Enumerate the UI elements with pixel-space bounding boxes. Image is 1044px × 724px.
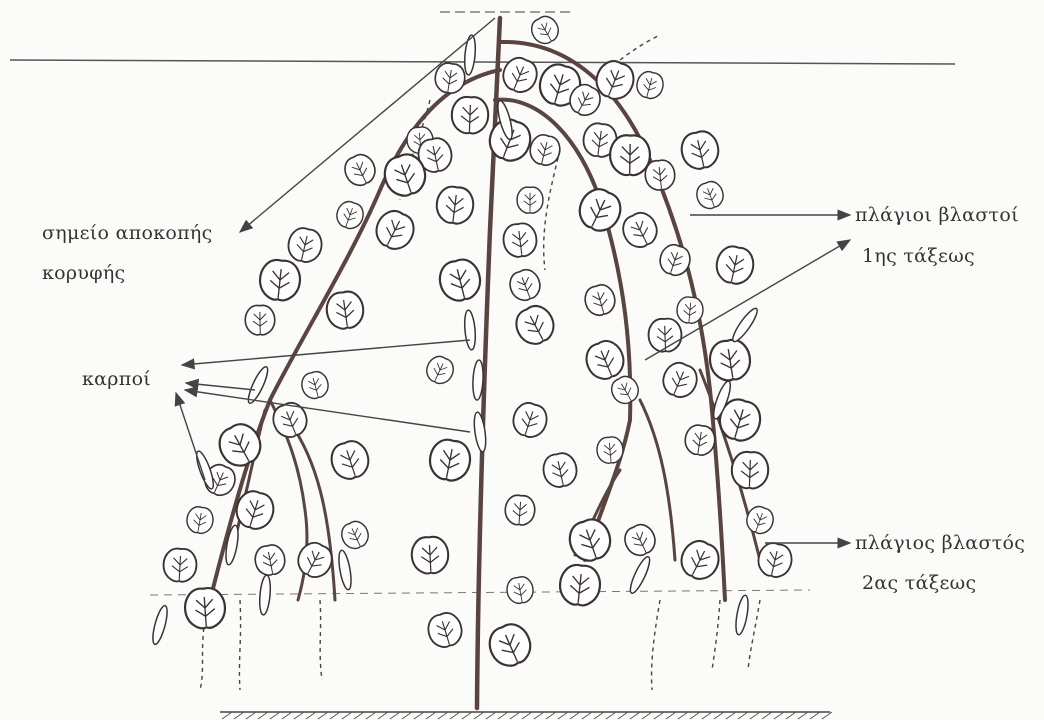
label-fruits: καρποί	[82, 368, 151, 390]
ground-hatching	[220, 712, 832, 719]
arrow-fruit-4	[176, 393, 205, 480]
label-secondary-shoot-2: 2ας τάξεως	[862, 572, 976, 594]
label-primary-shoots: πλάγιοι βλαστοί	[855, 204, 1019, 226]
label-primary-shoots-2: 1ης τάξεως	[862, 245, 975, 267]
arrow-fruit-3	[185, 390, 470, 432]
label-top-cut: σημείο αποκοπής	[42, 222, 213, 244]
arrow-fruit-1	[182, 340, 470, 365]
support-wire	[10, 60, 955, 64]
label-top-cut-2: κορυφής	[42, 262, 125, 284]
arrow-fruit-2	[186, 383, 255, 390]
label-secondary-shoot: πλάγιος βλαστός	[855, 532, 1025, 554]
